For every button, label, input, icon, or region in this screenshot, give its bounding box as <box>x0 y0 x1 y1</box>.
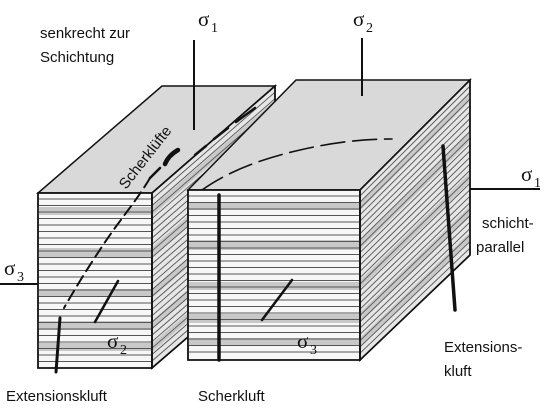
layer-line <box>359 144 471 253</box>
svg-text:3: 3 <box>310 343 317 358</box>
layer-line <box>359 169 471 279</box>
svg-text:σ: σ <box>107 329 118 353</box>
layer-band <box>188 240 360 250</box>
svg-text:2: 2 <box>366 21 373 36</box>
layer-line <box>359 221 471 329</box>
shear-fracture-left-4 <box>162 147 181 167</box>
layer-band <box>188 314 360 323</box>
layer-band <box>38 321 152 330</box>
svg-text:1: 1 <box>534 176 541 191</box>
sigma-label-right-side: σ 1 <box>521 162 541 191</box>
layer-line <box>359 163 471 272</box>
sigma-label-left-top: σ 1 <box>198 7 218 36</box>
svg-text:σ: σ <box>521 162 532 186</box>
svg-text:1: 1 <box>211 21 218 36</box>
layer-line <box>359 92 471 203</box>
layer-line <box>359 157 471 266</box>
layer-line <box>359 202 471 310</box>
layer-band <box>38 248 152 258</box>
fracture-lines <box>54 106 457 374</box>
extension-fracture-right <box>441 144 457 312</box>
label-scherkluft: Scherkluft <box>198 388 266 405</box>
layer-line <box>359 215 471 323</box>
svg-text:σ: σ <box>4 256 15 280</box>
layer-band <box>38 343 152 351</box>
sigma-label-left-inner: σ 2 <box>107 329 127 358</box>
layer-band <box>188 202 360 210</box>
label-extension-right-line1: Extensions- <box>444 339 522 356</box>
shear-fracture-left-5 <box>148 166 162 180</box>
shear-fracture-left-2 <box>212 126 230 141</box>
label-senkrecht-line1: senkrecht zur <box>40 25 130 42</box>
layer-band <box>38 207 152 215</box>
layer-band <box>188 338 360 346</box>
layer-line <box>359 131 471 241</box>
layer-line <box>359 105 471 216</box>
layer-band <box>188 282 360 290</box>
oblique-fracture-left <box>93 279 120 324</box>
shear-fracture-left-front <box>63 177 151 309</box>
layer-line <box>359 195 471 304</box>
right-block-front-layers <box>188 195 360 353</box>
layer-line <box>359 98 471 209</box>
sigma-label-left-side: σ 3 <box>4 256 24 285</box>
svg-text:2: 2 <box>120 343 127 358</box>
layer-band <box>152 100 275 216</box>
layer-line <box>359 189 471 297</box>
layer-line <box>151 91 276 200</box>
svg-text:σ: σ <box>297 329 308 353</box>
layer-line <box>359 111 471 222</box>
sigma-label-right-top: σ 2 <box>353 7 373 36</box>
layer-band <box>360 232 470 347</box>
label-schicht-line2: parallel <box>476 239 524 256</box>
oblique-fracture-right <box>260 278 294 322</box>
right-block-side-layers <box>359 85 471 354</box>
label-schicht-line1: schicht- <box>482 215 534 232</box>
layer-band <box>38 289 152 296</box>
layer-line <box>359 150 471 260</box>
stress-axes <box>0 38 540 285</box>
layer-line <box>151 98 276 206</box>
extension-fracture-left <box>54 316 62 374</box>
layer-line <box>359 124 471 235</box>
shear-fracture-right-top <box>201 138 393 191</box>
svg-text:3: 3 <box>17 270 24 285</box>
shear-fracture-left-3 <box>193 144 208 157</box>
label-extensionskluft: Extensionskluft <box>6 388 108 405</box>
left-block-front-layers <box>38 198 152 362</box>
layer-line <box>359 176 471 285</box>
layer-line <box>359 118 471 228</box>
label-senkrecht-line2: Schichtung <box>40 49 114 66</box>
layer-line <box>359 208 471 316</box>
layer-line <box>359 182 471 291</box>
shear-fracture-left-1 <box>234 106 257 124</box>
label-extension-right-line2: kluft <box>444 363 472 380</box>
svg-text:σ: σ <box>198 7 209 31</box>
layer-line <box>359 137 471 247</box>
layer-line <box>359 85 471 197</box>
svg-text:σ: σ <box>353 7 364 31</box>
sigma-label-right-inner: σ 3 <box>297 329 317 358</box>
